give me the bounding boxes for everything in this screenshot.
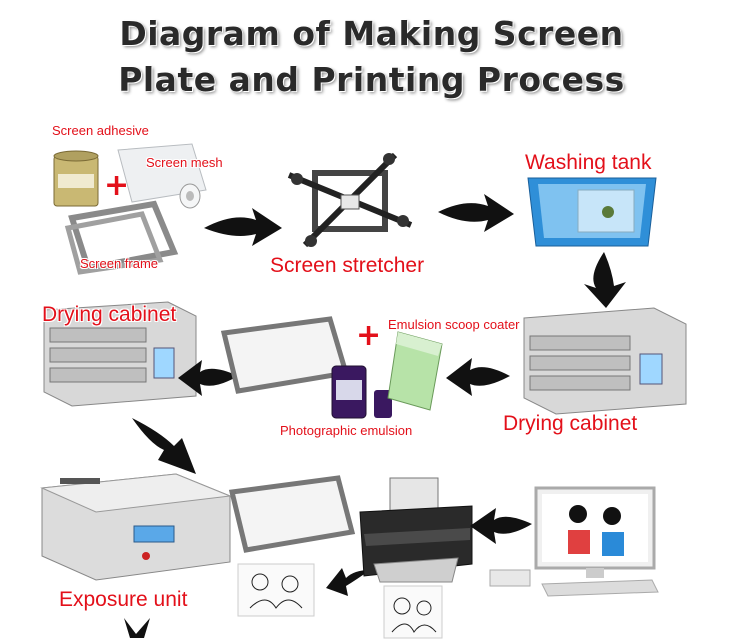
drying-cabinet-right-icon — [523, 307, 687, 415]
screen-mesh-roll — [117, 143, 207, 209]
label-drying-cabinet-right: Drying cabinet — [503, 412, 638, 435]
arrow-left-icon — [178, 360, 238, 396]
label-screen-mesh: Screen mesh — [146, 155, 223, 170]
label-screen-stretcher: Screen stretcher — [270, 254, 425, 277]
arrow-down-right-icon — [132, 418, 196, 474]
label-screen-adhesive: Screen adhesive — [52, 123, 149, 138]
title-line-1: Diagram of Making Screen — [119, 14, 624, 53]
drying-cabinet-left-icon — [43, 301, 197, 407]
arrow-down-icon — [124, 618, 150, 638]
arrow-left-icon — [446, 358, 510, 396]
screen-adhesive-can — [53, 150, 99, 207]
printer-icon — [359, 477, 473, 583]
plus-frame-emulsion: + — [356, 318, 382, 353]
screen-frame-exposure — [228, 475, 356, 553]
label-washing-tank: Washing tank — [525, 151, 652, 174]
exposure-unit-icon — [40, 473, 232, 581]
label-drying-cabinet-top: Drying cabinet — [42, 303, 177, 326]
film-positive-1 — [237, 563, 315, 617]
label-emulsion-scoop-coater: Emulsion scoop coater — [388, 317, 520, 332]
screen-stretcher-icon — [287, 152, 413, 248]
photographic-emulsion-bottles — [331, 365, 392, 419]
film-positive-2 — [383, 585, 443, 639]
arrow-down-icon — [584, 252, 626, 308]
title-line-2: Plate and Printing Process — [118, 60, 625, 99]
computer-icon — [489, 486, 659, 597]
label-photographic-emulsion: Photographic emulsion — [280, 423, 413, 438]
label-exposure-unit: Exposure unit — [59, 588, 188, 611]
arrow-left-icon — [470, 508, 532, 544]
screen-frame-icon — [64, 200, 179, 275]
washing-tank-icon — [527, 177, 657, 247]
label-screen-frame: Screen frame — [80, 256, 159, 271]
emulsion-scoop-coater-icon — [387, 331, 443, 411]
arrow-icon — [438, 194, 514, 232]
arrow-icon — [204, 208, 282, 246]
arrow-left-icon — [326, 568, 370, 596]
